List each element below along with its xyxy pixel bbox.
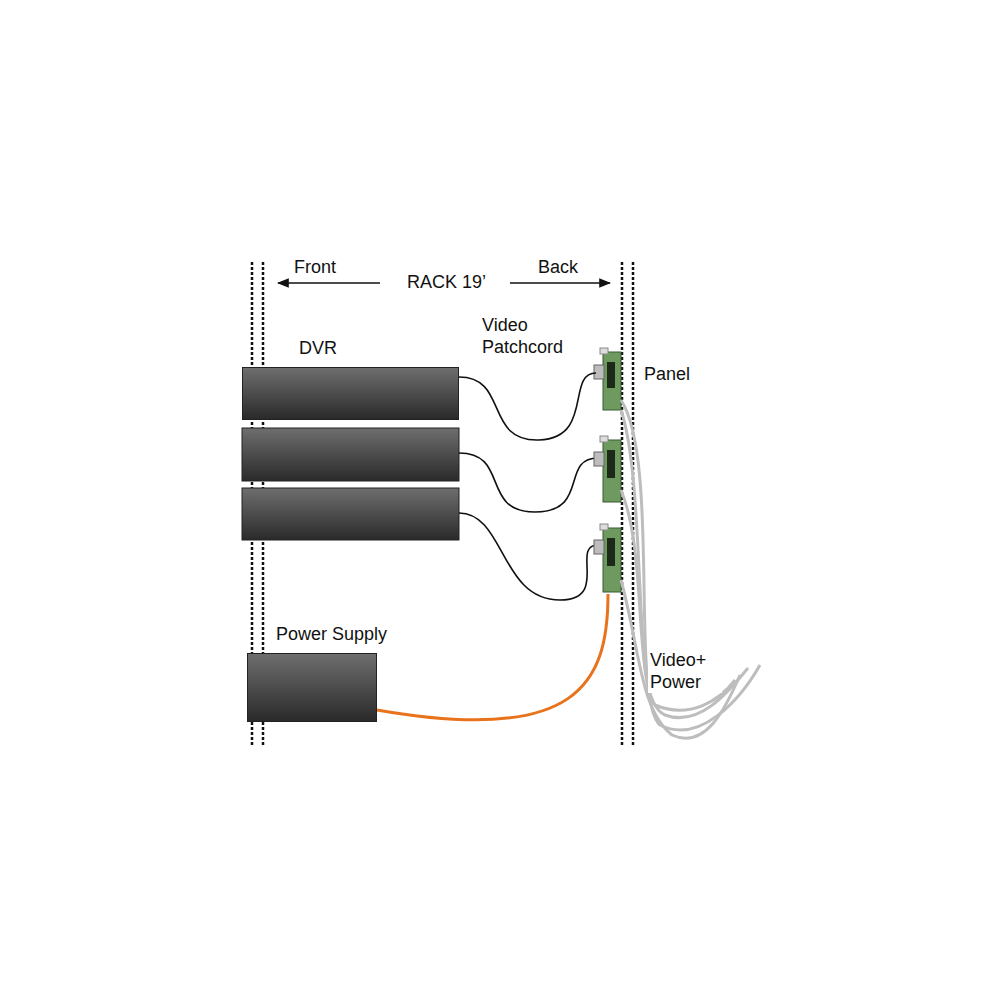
video-patchcord — [459, 373, 596, 440]
video-patchcord — [459, 453, 598, 512]
cable-label: Video+ Power — [648, 650, 722, 693]
rack-label: RACK 19’ — [405, 272, 488, 294]
patch-panel: Panel — [596, 348, 624, 594]
dvr-unit — [242, 428, 459, 481]
power-cable — [377, 594, 608, 720]
back-label: Back — [536, 257, 580, 279]
panel-module — [594, 348, 621, 592]
video-patchcord — [459, 513, 598, 600]
front-label: Front — [292, 257, 338, 279]
back-arrow — [510, 282, 610, 284]
video-power-cable — [621, 400, 760, 738]
node-label: Power Supply — [276, 624, 387, 645]
node-label: Panel — [644, 364, 690, 385]
node-label: DVR — [299, 338, 337, 359]
patchcord-label: Video Patchcord — [480, 315, 574, 358]
dvr-box: DVR — [242, 367, 459, 420]
power-supply-box: Power Supply — [247, 653, 377, 722]
dvr-unit — [242, 488, 459, 540]
front-arrow — [278, 282, 380, 284]
